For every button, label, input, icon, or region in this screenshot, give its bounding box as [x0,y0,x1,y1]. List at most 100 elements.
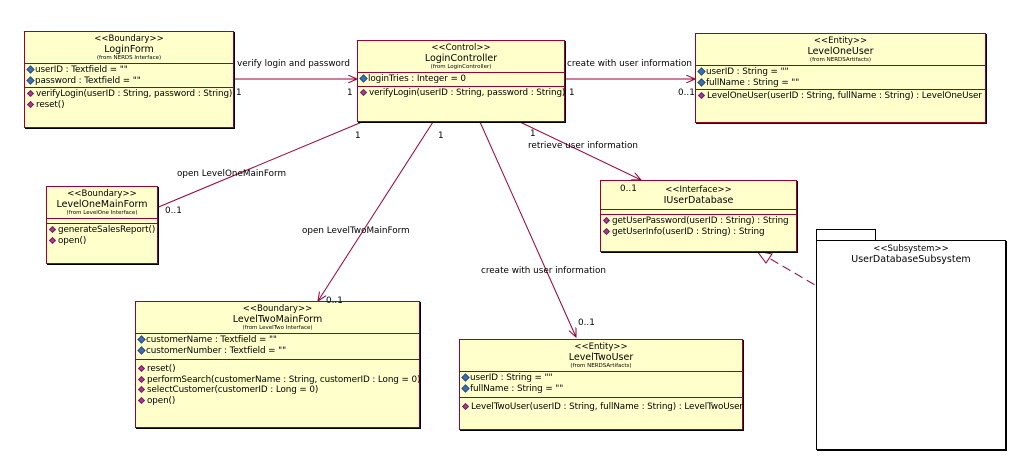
class-name: IUserDatabase [663,195,734,206]
stereotype-label: <<Subsystem>> [873,244,949,254]
attribute-icon [461,373,470,382]
operations-compartment: getUserPassword(userID : String) : Strin… [601,214,796,238]
mult-open-level-one-target: 0..1 [165,206,182,216]
assoc-label-open-level-one: open LevelOneMainForm [177,169,287,179]
class-name: LevelTwoUser [568,352,634,363]
attributes-compartment [601,209,796,214]
assoc-label-open-level-two: open LevelTwoMainForm [302,226,410,236]
operations-compartment: generateSalesReport() open() [47,223,157,247]
operation-row: selectCustomer(customerID : Long = 0) [137,385,417,396]
stereotype-label: <<Entity>> [813,36,868,46]
operation-row: verifyLogin(userID : String, password : … [359,88,565,99]
attribute-row: customerNumber : Textfield = "" [137,345,417,357]
operation-icon [137,385,146,394]
class-login-form[interactable]: <<Boundary>> LoginForm (from NERDS Inter… [24,31,234,128]
attributes-compartment: loginTries : Integer = 0 [358,72,564,86]
operation-row: LevelTwoUser(userID : String, fullName :… [461,402,743,413]
operation-row: getUserInfo(userID : String) : String [602,227,794,238]
package-label: (from LoginController) [430,64,492,70]
class-level-one-main-form[interactable]: <<Boundary>> LevelOneMainForm (from Leve… [46,186,158,264]
operation-row: getUserPassword(userID : String) : Strin… [602,216,794,227]
attributes-compartment: userID : String = "" fullName : String =… [696,65,985,89]
mult-open-level-two-source: 1 [438,131,444,141]
class-name: LevelTwoMainForm [232,314,323,325]
attribute-icon [26,65,35,74]
assoc-label-retrieve-user: retrieve user information [528,141,638,151]
attribute-row: userID : String = "" [461,373,740,384]
operation-row: LevelOneUser(userID : String, fullName :… [697,91,983,102]
attribute-icon [461,383,470,393]
attribute-icon [359,74,368,83]
class-level-two-main-form[interactable]: <<Boundary>> LevelTwoMainForm (from Leve… [135,301,420,428]
attribute-row: password : Textfield = "" [26,76,231,87]
mult-retrieve-user-target: 0..1 [620,184,637,194]
operation-icon [48,236,57,244]
stereotype-label: <<Boundary>> [94,34,164,44]
assoc-open-level-one-main-form [149,121,363,211]
operation-row: reset() [26,100,231,111]
package-label: (from NERDS Interface) [96,55,162,61]
package-label: (from LevelTwo Interface) [242,325,313,331]
stereotype-label: <<Control>> [431,43,491,53]
realization-arrowhead [755,250,773,264]
class-iuserdatabase[interactable]: <<Interface>> IUserDatabase getUserPassw… [600,180,797,252]
stereotype-label: <<Interface>> [665,185,732,195]
mult-open-level-two-target: 0..1 [326,296,343,306]
mult-create-level-two-target: 0..1 [578,318,595,328]
operation-icon [602,216,611,225]
operations-compartment: reset() performSearch(customerName : Str… [136,359,420,407]
assoc-open-level-two-main-form [318,121,434,301]
package-label: (from LevelOne Interface) [66,210,138,216]
class-name: LoginController [424,53,498,64]
operations-compartment: verifyLogin(userID : String, password : … [358,85,565,100]
attributes-compartment: userID : String = "" fullName : String =… [460,371,742,397]
class-level-two-user[interactable]: <<Entity>> LevelTwoUser (from NERDSArtif… [459,339,743,430]
class-name: LevelOneUser [807,46,874,57]
assoc-retrieve-user-information [519,121,641,180]
attributes-compartment: customerName : Textfield = "" customerNu… [136,333,419,359]
attribute-icon [697,67,706,76]
operation-icon [48,225,57,234]
mult-verify-login-source: 1 [236,88,242,98]
assoc-label-create-level-one: create with user information [567,59,692,69]
operation-icon [26,100,35,108]
class-name: LoginForm [104,44,154,55]
attribute-row: loginTries : Integer = 0 [359,74,562,85]
attribute-row: fullName : String = "" [461,383,740,395]
mult-create-level-one-target: 0..1 [678,88,695,98]
subsystem-name: UserDatabaseSubsystem [851,254,971,265]
subsystem-folder-tab [816,229,876,241]
operation-row: performSearch(customerName : String, cus… [137,375,420,386]
operations-compartment: verifyLogin(userID : String, password : … [25,87,233,111]
operation-icon [602,227,611,235]
operation-row: generateSalesReport() [48,225,155,236]
attributes-compartment [47,218,157,223]
class-name: LevelOneMainForm [56,199,148,210]
attribute-icon [697,77,706,87]
operation-icon [137,364,146,373]
mult-open-level-one-source: 1 [355,131,361,141]
attributes-compartment: userID : Textfield = "" password : Textf… [25,63,233,87]
operations-compartment: LevelTwoUser(userID : String, fullName :… [460,397,743,414]
stereotype-label: <<Entity>> [574,342,628,352]
operation-icon [137,375,146,383]
attribute-icon [137,345,146,355]
stereotype-label: <<Boundary>> [242,304,313,314]
operation-row: open() [48,236,155,247]
subsystem-user-database[interactable]: <<Subsystem>> UserDatabaseSubsystem [816,240,1006,450]
mult-create-level-one-source: 1 [569,88,575,98]
attribute-row: customerName : Textfield = "" [137,335,417,346]
assoc-create-level-two-user [479,121,576,337]
attribute-icon [137,335,146,344]
operation-icon [461,402,470,411]
operations-compartment: LevelOneUser(userID : String, fullName :… [696,89,985,103]
mult-verify-login-target: 1 [347,88,353,98]
package-label: (from NERDSArtifacts) [570,363,632,369]
attribute-row: userID : Textfield = "" [26,65,231,76]
operation-icon [697,91,706,100]
assoc-label-create-level-two: create with user information [481,266,606,276]
attribute-row: fullName : String = "" [697,77,983,89]
class-level-one-user[interactable]: <<Entity>> LevelOneUser (from NERDSArtif… [695,33,986,123]
assoc-label-verify-login: verify login and password [237,59,350,69]
class-login-controller[interactable]: <<Control>> LoginController (from LoginC… [357,40,565,122]
